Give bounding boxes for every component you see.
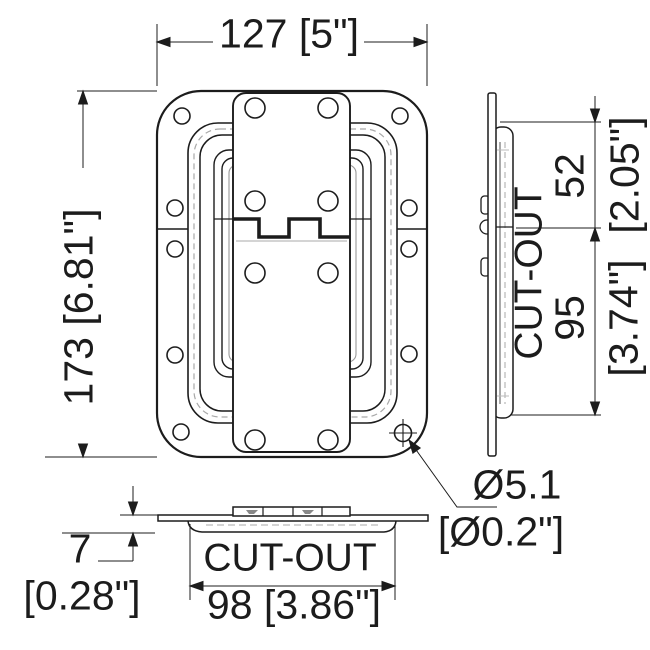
center-strap (232, 92, 351, 453)
strap-profile-bottom (232, 506, 351, 517)
dish-end-ticks (497, 149, 509, 397)
height-dim-lines (45, 90, 157, 458)
front-view (155, 89, 429, 459)
screw-hole (172, 423, 190, 441)
arrow-left-icon (155, 36, 171, 48)
side-cutout-label: CUT-OUT (507, 186, 551, 360)
screw-hole (166, 199, 184, 217)
depth-dim-lines (62, 486, 158, 562)
strap-hole (317, 429, 339, 451)
hinge-knuckle-line (233, 217, 350, 239)
arrow-down-icon (589, 401, 601, 417)
strap-hole (244, 97, 266, 119)
strap-profile-wedges (246, 510, 314, 514)
strap-hole (317, 262, 339, 284)
dim-95-imperial-label: [3.74"] (600, 259, 647, 377)
arrow-down-icon (77, 443, 89, 459)
dim-52-label: 52 (546, 153, 593, 199)
screw-hole (166, 240, 184, 258)
arrow-up-icon (77, 89, 89, 105)
hole-leader-line (408, 439, 497, 508)
arrow-right-icon (413, 36, 429, 48)
width-dim-lines (156, 24, 428, 86)
strap-hole (317, 190, 339, 212)
height-dim-label: 173 [6.81"] (55, 208, 102, 406)
screw-hole (173, 107, 191, 125)
mounting-plate-profile (487, 92, 497, 457)
screw-hole (391, 107, 409, 125)
strap-hole (244, 190, 266, 212)
arrow-leader-icon (408, 438, 422, 455)
width-dim-label: 127 [5"] (219, 10, 359, 57)
side-view (479, 92, 514, 457)
dim-98-label: 98 [3.86"] (206, 581, 382, 628)
referenced-hole-crosshair (389, 419, 417, 447)
dim-7-label: 7 (68, 525, 92, 572)
dimension-annotations (45, 24, 601, 600)
crosshair-marks (389, 419, 417, 447)
dish-profile-bottom (187, 520, 397, 533)
dim-7-imperial-label: [0.28"] (23, 572, 141, 619)
dim-52-imperial-label: [2.05"] (601, 116, 648, 234)
bottom-cutout-label: CUT-OUT (203, 536, 377, 580)
arrow-down-icon (127, 501, 139, 517)
strap-hole (317, 97, 339, 119)
bottom-view (157, 506, 429, 533)
screw-hole (400, 240, 418, 258)
strap-hole (244, 429, 266, 451)
arrow-right-icon (381, 580, 397, 592)
hole-diameter-imperial-label: [Ø0.2"] (437, 508, 565, 555)
arrow-up-icon (589, 226, 601, 242)
arrow-up-icon (127, 531, 139, 547)
strap-profile-segments (262, 507, 323, 516)
screw-hole (400, 199, 418, 217)
side-dim-lines (500, 96, 601, 416)
cutout-width-dim-lines (189, 524, 396, 600)
arrow-left-icon (188, 580, 204, 592)
arrow-down-icon (589, 108, 601, 124)
screw-hole (400, 345, 418, 363)
screw-hole (166, 346, 184, 364)
strap-hole (244, 262, 266, 284)
hole-diameter-label: Ø5.1 (472, 461, 562, 508)
dim-95-label: 95 (546, 295, 593, 341)
